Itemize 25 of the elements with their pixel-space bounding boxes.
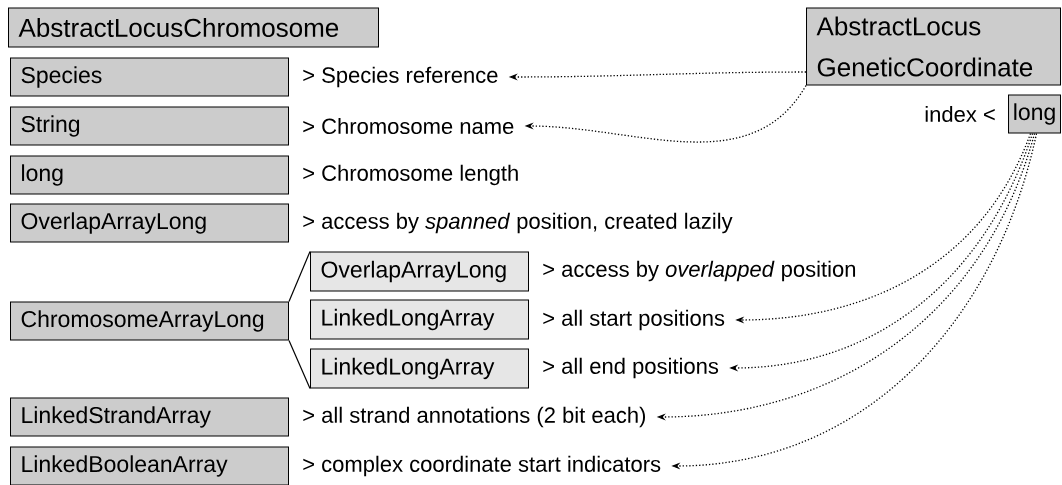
description-text: > complex coordinate start indicators xyxy=(303,455,661,477)
type-box: LinkedStrandArray xyxy=(10,397,289,437)
connector-line xyxy=(288,339,311,390)
description-text: > access by overlapped position xyxy=(543,260,856,282)
title-box: AbstractLocus GeneticCoordinate xyxy=(806,7,1061,86)
type-box: ChromosomeArrayLong xyxy=(10,301,289,341)
title-box: AbstractLocusChromosome xyxy=(8,7,379,48)
description-text: > all start positions xyxy=(543,309,725,331)
description-text: > access by spanned position, created lazily xyxy=(303,212,733,234)
type-box: long xyxy=(10,155,289,195)
type-box: OverlapArrayLong xyxy=(310,251,529,292)
description-text: > Chromosome name xyxy=(303,117,514,135)
connector-line xyxy=(288,250,311,303)
description-text: > all strand annotations (2 bit each) xyxy=(303,406,646,428)
description-text: > Species reference xyxy=(303,66,498,88)
type-box: LinkedBooleanArray xyxy=(10,446,289,485)
type-box: LinkedLongArray xyxy=(310,299,529,340)
description-text: > Chromosome length xyxy=(303,164,518,186)
type-box: LinkedLongArray xyxy=(310,348,529,389)
type-box: String xyxy=(10,106,289,146)
description-text: > all end positions xyxy=(543,357,719,379)
index-label: index < xyxy=(925,105,995,123)
type-box: Species xyxy=(10,57,289,97)
type-box: long xyxy=(1008,94,1061,134)
type-box: OverlapArrayLong xyxy=(10,203,289,243)
